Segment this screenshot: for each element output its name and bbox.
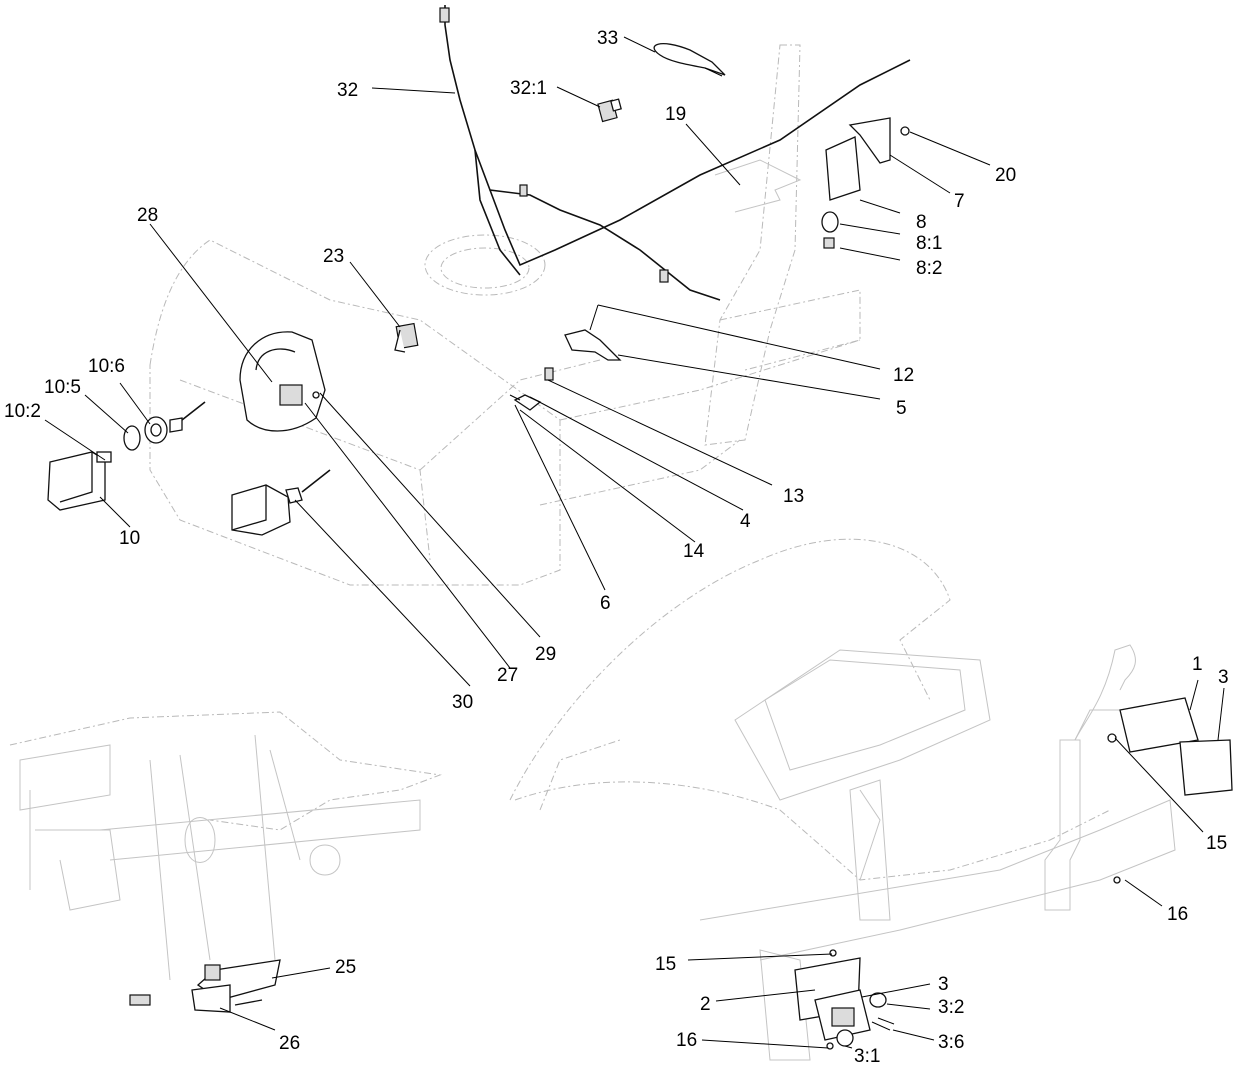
callout-12: 12 [893, 365, 914, 386]
front-light-parts [129, 697, 1233, 1050]
callout-23: 23 [323, 246, 344, 267]
callout-25: 25 [335, 957, 356, 978]
callout-2: 2 [700, 994, 711, 1015]
work-light-part [239, 331, 326, 432]
callout-6: 6 [600, 593, 611, 614]
switch-part [394, 322, 419, 353]
callout-27: 27 [497, 665, 518, 686]
callout-19: 19 [665, 104, 686, 125]
callout-8-1: 8:1 [916, 233, 942, 254]
callout-32-1: 32:1 [510, 78, 547, 99]
callout-26: 26 [279, 1033, 300, 1054]
callout-33: 33 [597, 28, 618, 49]
callout-29: 29 [535, 644, 556, 665]
headlight-parts [47, 401, 331, 536]
cable-tie-part [653, 43, 726, 77]
callout-7: 7 [954, 191, 965, 212]
rear-light-assembly [714, 117, 910, 249]
callout-3-6: 3:6 [938, 1032, 964, 1053]
wire-harness [439, 5, 911, 301]
seat-switch-parts [509, 304, 622, 411]
leader-lines [44, 36, 1225, 1049]
callout-16-bottom: 16 [676, 1030, 697, 1051]
callout-10: 10 [119, 528, 140, 549]
callout-10-5: 10:5 [44, 377, 81, 398]
callout-8-2: 8:2 [916, 258, 942, 279]
callout-3-1: 3:1 [854, 1046, 880, 1067]
callout-1: 1 [1192, 654, 1203, 675]
callout-13: 13 [783, 486, 804, 507]
callout-15-right: 15 [1206, 833, 1227, 854]
callout-3-2: 3:2 [938, 997, 964, 1018]
callout-10-2: 10:2 [4, 401, 41, 422]
callout-15-bottom: 15 [655, 954, 676, 975]
callout-3-bottom: 3 [938, 974, 949, 995]
callout-8: 8 [916, 212, 927, 233]
callout-10-6: 10:6 [88, 356, 125, 377]
callout-30: 30 [452, 692, 473, 713]
callout-5: 5 [896, 398, 907, 419]
callout-20: 20 [995, 165, 1016, 186]
callout-labels: 33 32 32:1 19 20 7 8 8:1 8:2 28 23 12 5 … [4, 28, 1229, 1067]
callout-4: 4 [740, 511, 751, 532]
callout-14: 14 [683, 541, 705, 562]
callout-16-right: 16 [1167, 904, 1188, 925]
callout-32: 32 [337, 80, 358, 101]
callout-3-top: 3 [1218, 667, 1229, 688]
callout-28: 28 [137, 205, 158, 226]
ghost-machine-body [9, 44, 1176, 1061]
connector-part [597, 98, 622, 123]
